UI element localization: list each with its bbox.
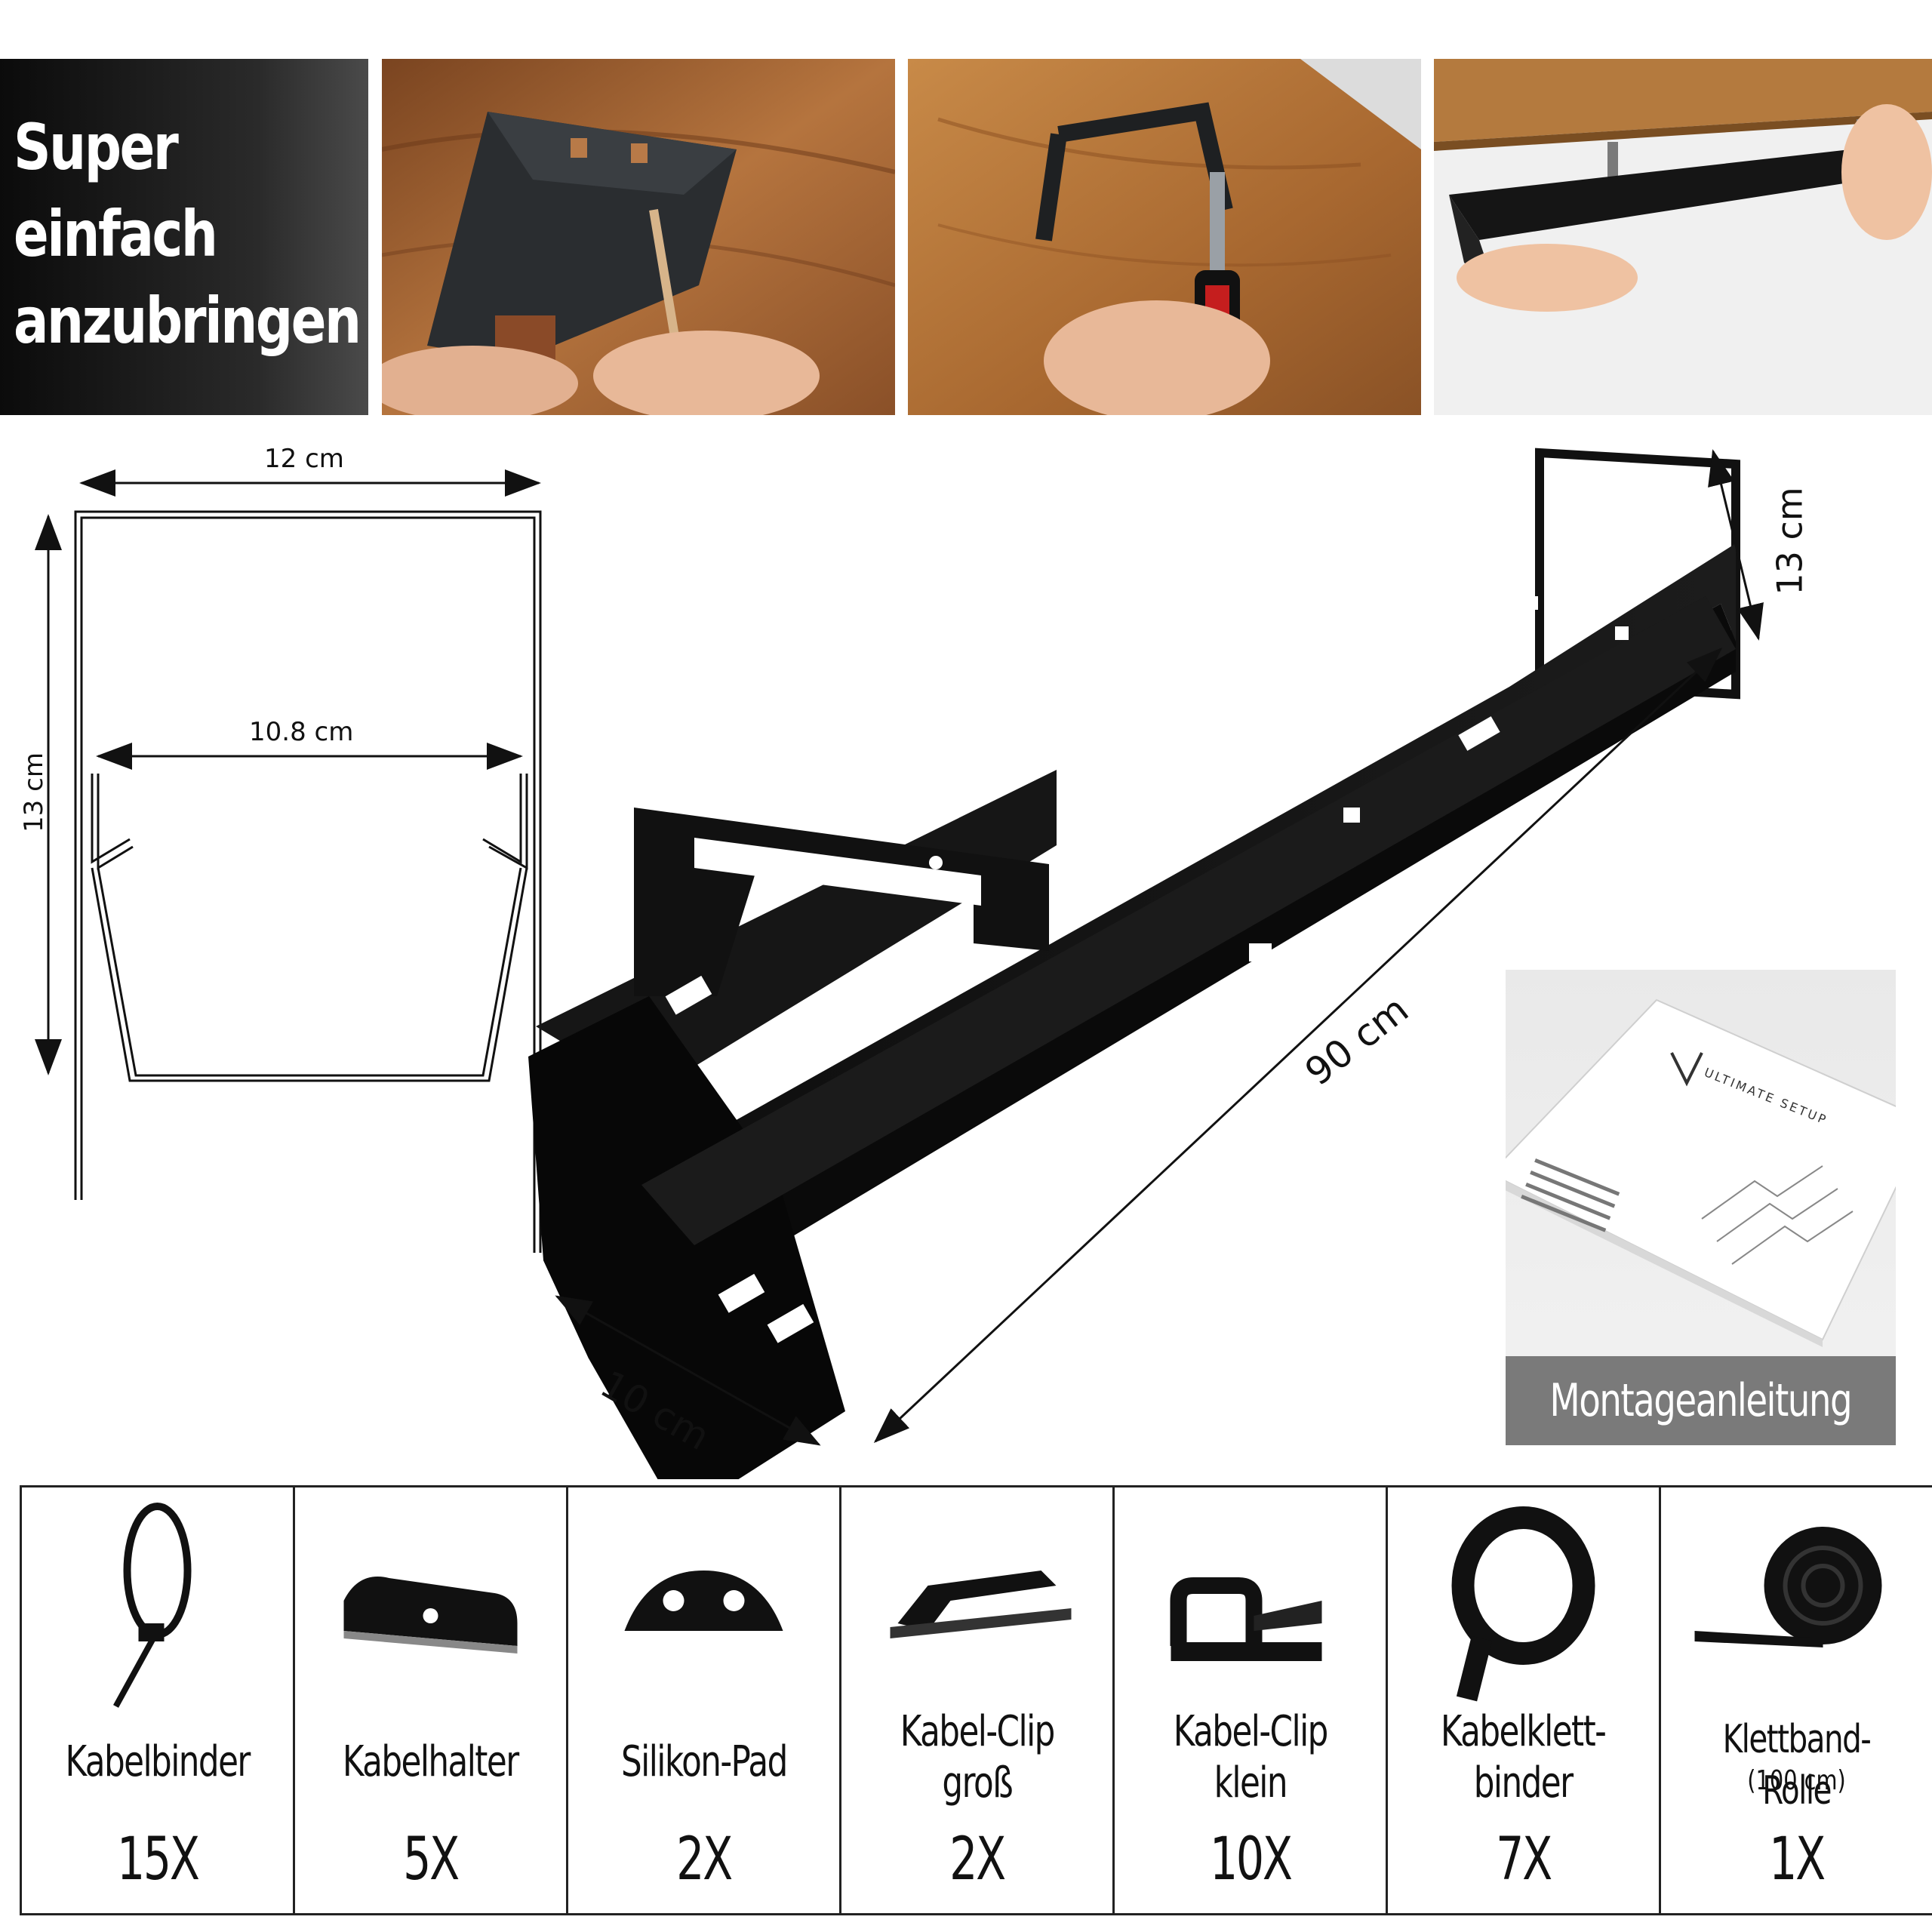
dimension-diagram: 12 cm 10.8 cm 13 cm 13 cm 90 cm 10 cm — [0, 423, 1932, 1479]
velcro-strap-icon — [1388, 1503, 1659, 1714]
manual-label: Montageanleitung — [1506, 1356, 1896, 1445]
cable-clip-small-icon — [1115, 1503, 1386, 1714]
profile-height-label: 13 cm — [18, 752, 49, 832]
accessory-kabelklettbinder: Kabelklett- binder 7X — [1388, 1487, 1661, 1913]
manual-card: ULTIMATE SETUP Montageanleitung — [1506, 970, 1896, 1445]
photo-screwing-bracket — [908, 59, 1421, 415]
accessory-kabel-clip-klein: Kabel-Clip klein 10X — [1115, 1487, 1388, 1913]
tray-dimension-lines — [555, 449, 1764, 1446]
accessory-kabel-clip-gross: Kabel-Clip groß 2X — [841, 1487, 1115, 1913]
accessory-qty: 2X — [949, 1826, 1006, 1894]
accessory-name: Silikon-Pad — [620, 1737, 788, 1786]
hero-line-3: anzubringen — [14, 284, 361, 358]
accessory-name: Klettband-Rolle — [1722, 1717, 1872, 1814]
accessory-silikon-pad: Silikon-Pad 2X — [568, 1487, 841, 1913]
silicone-pad-icon — [568, 1503, 839, 1714]
manual-booklet-image: ULTIMATE SETUP — [1506, 998, 1896, 1347]
accessories-table: Kabelbinder 15X Kabelhalter 5X Silikon-P… — [20, 1485, 1932, 1915]
photo-hanging-tray — [1434, 59, 1932, 415]
accessory-name: Kabelhalter — [343, 1737, 519, 1786]
accessory-qty: 2X — [676, 1826, 733, 1894]
accessory-qty: 7X — [1496, 1826, 1552, 1894]
velcro-roll-icon — [1661, 1503, 1932, 1714]
profile-width-label: 12 cm — [264, 444, 344, 474]
accessory-sub: (100 cm) — [1747, 1765, 1846, 1796]
hero-line-2: einfach — [14, 197, 218, 271]
manual-label-text: Montageanleitung — [1549, 1374, 1853, 1427]
hero-line-1: Super — [14, 110, 179, 184]
accessory-name: Kabel-Clip groß — [900, 1707, 1055, 1807]
profile-inner-width-label: 10.8 cm — [249, 717, 354, 747]
accessory-name: Kabelbinder — [65, 1737, 251, 1786]
accessory-name: Kabelklett- binder — [1441, 1707, 1607, 1807]
cable-clip-large-icon — [841, 1503, 1112, 1714]
technical-drawing — [35, 448, 1764, 1479]
photo-marking-holes — [382, 59, 895, 415]
accessory-qty: 5X — [403, 1826, 460, 1894]
accessory-kabelhalter: Kabelhalter 5X — [295, 1487, 568, 1913]
tray-height-label: 13 cm — [1769, 487, 1810, 595]
accessory-qty: 10X — [1209, 1826, 1293, 1894]
hero-banner: Super einfach anzubringen — [0, 59, 368, 415]
accessory-kabelbinder: Kabelbinder 15X — [22, 1487, 295, 1913]
accessory-name: Kabel-Clip klein — [1173, 1707, 1328, 1807]
accessory-klettband-rolle: Klettband-Rolle (100 cm) 1X — [1661, 1487, 1932, 1913]
accessory-qty: 15X — [116, 1826, 200, 1894]
cable-tie-icon — [22, 1503, 293, 1714]
accessory-qty: 1X — [1769, 1826, 1826, 1894]
profile-cross-section — [35, 469, 542, 1253]
cable-holder-icon — [295, 1503, 566, 1714]
